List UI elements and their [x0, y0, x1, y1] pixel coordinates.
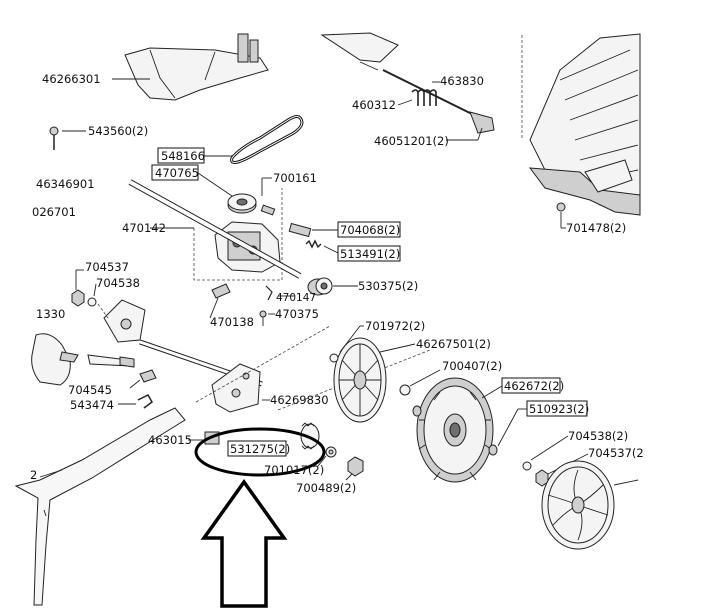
label-530375: 530375(2)	[358, 279, 418, 293]
label-704537-left: 704537	[85, 260, 129, 274]
rear-wheel	[416, 377, 494, 483]
label-462672: 462672(2)	[504, 379, 564, 393]
label-531275: 531275(2)	[230, 442, 290, 456]
label-543474: 543474	[70, 398, 114, 412]
label-700161: 700161	[273, 171, 317, 185]
label-1330: 1330	[36, 307, 65, 321]
bushing-530375	[307, 277, 333, 296]
label-704537-right: 704537(2	[588, 446, 644, 460]
label-470147: 470147	[276, 292, 316, 304]
label-470765: 470765	[155, 166, 199, 180]
label-700489: 700489(2)	[296, 481, 356, 495]
highlight-circle	[194, 427, 326, 477]
label-46051201: 46051201(2)	[374, 134, 449, 148]
bag-frame	[320, 32, 495, 134]
grass-bag	[528, 33, 641, 216]
label-704538-left: 704538	[96, 276, 140, 290]
label-2: 2	[30, 468, 37, 482]
lower-handle	[14, 407, 186, 606]
arrow-up-icon	[200, 478, 288, 608]
label-548166: 548166	[161, 149, 205, 163]
label-513491: 513491(2)	[340, 247, 400, 261]
label-701017: 701017(2)	[264, 463, 324, 477]
label-704545: 704545	[68, 383, 112, 397]
label-701972: 701972(2)	[365, 319, 425, 333]
left-bracket	[103, 299, 146, 343]
label-470142: 470142	[122, 221, 166, 235]
label-704068: 704068(2)	[340, 223, 400, 237]
label-704538-right: 704538(2)	[568, 429, 628, 443]
label-026701: 026701	[32, 205, 76, 219]
hub-cap-right	[541, 460, 615, 550]
spring-460312	[411, 89, 437, 106]
label-46346901: 46346901	[36, 177, 95, 191]
label-700407: 700407(2)	[442, 359, 502, 373]
grass-deflector	[124, 33, 269, 101]
label-46267501: 46267501(2)	[416, 337, 491, 351]
label-510923: 510923(2)	[529, 402, 589, 416]
label-460312: 460312	[352, 98, 396, 112]
screw-543560	[49, 126, 59, 150]
hub-cover-left	[333, 337, 387, 423]
label-701478: 701478(2)	[566, 221, 626, 235]
label-463830: 463830	[440, 74, 484, 88]
label-543560: 543560(2)	[88, 124, 148, 138]
label-46269830: 46269830	[270, 393, 329, 407]
label-463015: 463015	[148, 433, 192, 447]
label-46266301: 46266301	[42, 72, 101, 86]
rear-plate	[211, 363, 261, 413]
handle-grip	[31, 333, 135, 386]
label-470138: 470138	[210, 315, 254, 329]
drive-belt	[230, 115, 304, 164]
label-470375: 470375	[275, 307, 319, 321]
